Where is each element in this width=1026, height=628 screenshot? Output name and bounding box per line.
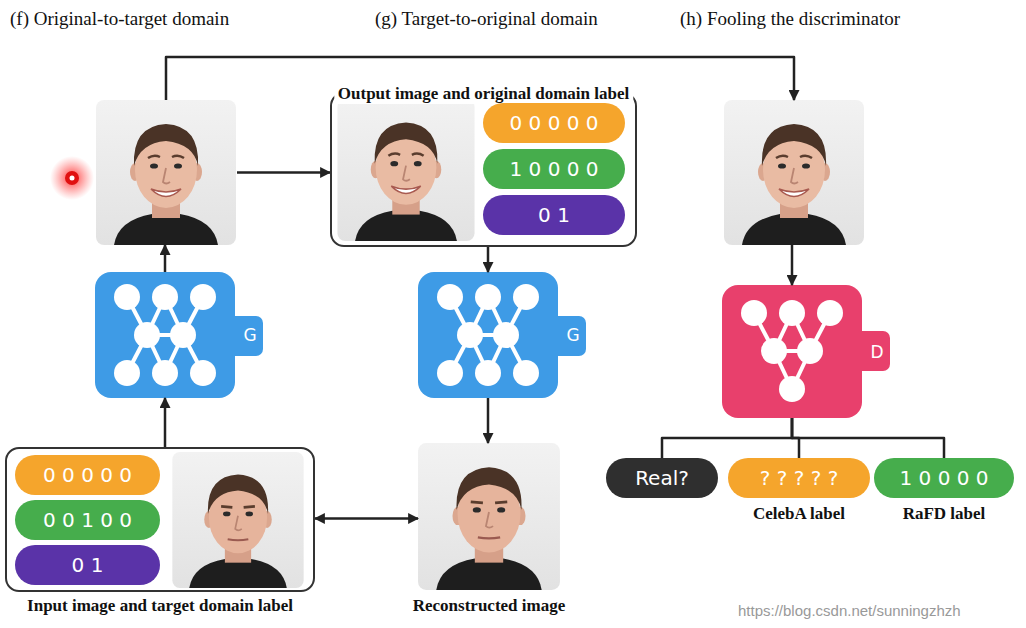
caption: CelebA label xyxy=(753,504,845,524)
input-face-photo xyxy=(172,452,303,588)
output-branch-line xyxy=(792,418,944,458)
rafd-label-pill: 1 0 0 0 0RaFD label xyxy=(874,458,1014,498)
mask-vector-pill: 0 1 xyxy=(483,195,625,235)
generator-box: G xyxy=(95,272,235,398)
output-branch-line xyxy=(662,418,792,458)
panel-heading: (h) Fooling the discriminator xyxy=(680,8,900,30)
flow-arrow xyxy=(315,517,418,520)
output-group-box: Output image and original domain label0 … xyxy=(330,92,637,247)
label-value: 0 0 0 0 0 xyxy=(43,463,132,487)
image-frame xyxy=(722,100,866,245)
cursor-dot xyxy=(65,171,79,185)
celeba-label-pill: 0 0 0 0 0 xyxy=(483,103,625,143)
flow-arrow xyxy=(487,398,490,443)
label-value: 1 0 0 0 0 xyxy=(509,157,598,181)
label-value: Real? xyxy=(635,466,689,490)
celeba-label-pill: 0 0 0 0 0 xyxy=(15,455,160,495)
generator-icon xyxy=(95,272,263,398)
label-value: 0 1 xyxy=(538,203,570,227)
celeba-label-pill: ? ? ? ? ?CelebA label xyxy=(728,458,870,498)
flow-arrow xyxy=(164,398,167,447)
output-face-photo xyxy=(337,99,474,241)
reconstructed-image: Reconstructed image xyxy=(418,443,560,590)
label-value: 1 0 0 0 0 xyxy=(899,466,988,490)
panel-heading: (g) Target-to-original domain xyxy=(375,8,598,30)
cursor-dot-center xyxy=(70,176,75,181)
flow-arrow xyxy=(487,247,490,272)
output-face-photo xyxy=(96,100,236,245)
watermark: https://blog.csdn.net/sunningzhzh xyxy=(738,602,961,619)
reconstructed-face-photo xyxy=(418,443,560,590)
network-name: G xyxy=(560,325,586,345)
discriminator-box: D xyxy=(722,285,862,418)
flow-arrow xyxy=(791,245,794,285)
network-name: D xyxy=(864,342,890,362)
fake-face-photo xyxy=(724,100,864,245)
label-value: 0 0 1 0 0 xyxy=(43,508,132,532)
caption: RaFD label xyxy=(903,504,986,524)
label-value: ? ? ? ? ? xyxy=(760,466,839,490)
input-group-box: Input image and target domain label0 0 0… xyxy=(5,447,315,592)
flow-arrow xyxy=(164,245,167,272)
caption: Reconstructed image xyxy=(413,596,566,616)
caption: Input image and target domain label xyxy=(27,596,293,616)
caption: Output image and original domain label xyxy=(334,84,633,104)
label-value: 0 1 xyxy=(72,553,104,577)
rafd-label-pill: 0 0 1 0 0 xyxy=(15,500,160,540)
rafd-label-pill: 1 0 0 0 0 xyxy=(483,149,625,189)
panel-heading: (f) Original-to-target domain xyxy=(10,8,229,30)
flow-arrow xyxy=(237,171,330,174)
generator-icon xyxy=(418,272,586,398)
image-frame xyxy=(95,100,237,245)
generator-box: G xyxy=(418,272,558,398)
cursor-glow xyxy=(50,156,94,200)
label-value: 0 0 0 0 0 xyxy=(509,111,598,135)
network-name: G xyxy=(237,325,263,345)
discriminator-icon xyxy=(722,285,890,418)
real-fake-pill: Real? xyxy=(606,458,718,498)
mask-vector-pill: 0 1 xyxy=(15,545,160,585)
